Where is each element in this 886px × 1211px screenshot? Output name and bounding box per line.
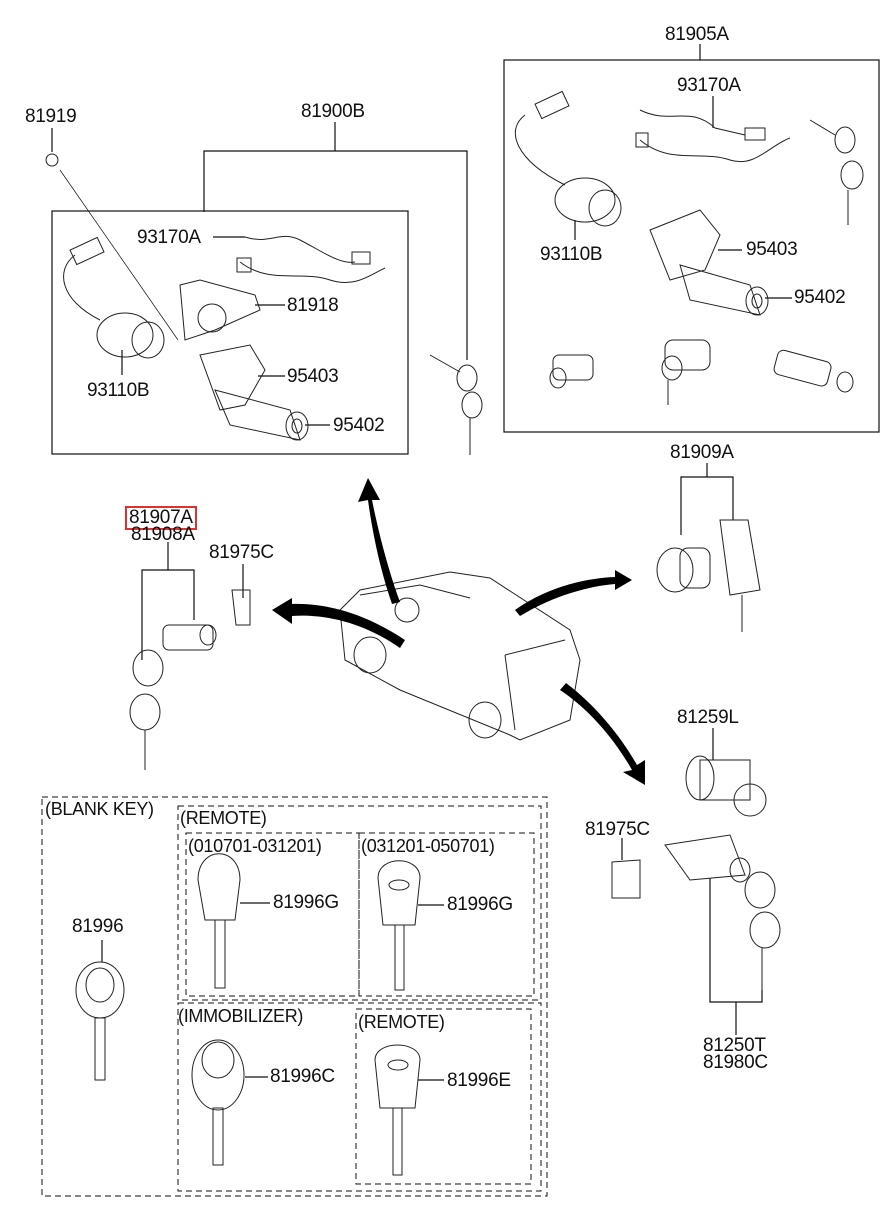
part-label-81900B[interactable]: 81900B [301, 101, 365, 122]
part-label-81905A[interactable]: 81905A [665, 24, 729, 45]
part-label-81996G-1[interactable]: 81996G [273, 892, 339, 913]
section-title-blank-key: (BLANK KEY) [45, 799, 154, 819]
box-81905A [503, 59, 880, 433]
arrow-right [515, 570, 632, 616]
box-immobilizer [177, 1002, 542, 1192]
direction-arrows [272, 478, 645, 785]
date-range-2: (031201-050701) [361, 836, 495, 856]
part-label-95403-left[interactable]: 95403 [287, 366, 339, 387]
part-label-93170A-right[interactable]: 93170A [677, 75, 741, 96]
box-remote [177, 805, 542, 1001]
part-label-81975C-front[interactable]: 81975C [209, 542, 274, 563]
section-title-remote: (REMOTE) [180, 808, 267, 828]
arrow-left [272, 598, 405, 648]
box-81900B [51, 210, 409, 455]
arrow-down-right [560, 683, 645, 785]
part-label-81996C[interactable]: 81996C [270, 1066, 335, 1087]
part-label-81996E[interactable]: 81996E [447, 1070, 511, 1091]
date-range-1: (010701-031201) [188, 836, 322, 856]
part-label-81919[interactable]: 81919 [25, 106, 77, 127]
part-label-81996G-2[interactable]: 81996G [447, 894, 513, 915]
part-label-81907A-highlighted[interactable]: 81907A [125, 506, 197, 530]
section-title-remote-2: (REMOTE) [358, 1012, 445, 1032]
part-label-93110B-right[interactable]: 93110B [540, 244, 603, 265]
part-label-81996[interactable]: 81996 [72, 916, 124, 937]
part-sketches [45, 90, 864, 1176]
part-label-93170A-left[interactable]: 93170A [137, 227, 201, 248]
leader-81919-diag [59, 169, 179, 341]
part-label-95403-right[interactable]: 95403 [746, 239, 798, 260]
section-title-immobilizer: (IMMOBILIZER) [178, 1006, 304, 1026]
van-outline [339, 571, 581, 741]
arrow-up [358, 478, 400, 604]
part-label-95402-right[interactable]: 95402 [794, 287, 846, 308]
part-label-81909A[interactable]: 81909A [670, 442, 734, 463]
part-label-81918[interactable]: 81918 [287, 295, 339, 316]
part-label-81250T[interactable]: 81250T [703, 1035, 766, 1056]
part-label-95402-left[interactable]: 95402 [333, 415, 385, 436]
part-label-81980C[interactable]: 81980C [703, 1052, 768, 1073]
part-label-81908A[interactable]: 81908A [131, 524, 195, 545]
part-label-93110B-left[interactable]: 93110B [87, 380, 150, 401]
box-key-section [41, 796, 548, 1197]
bracket-81900B [203, 150, 468, 360]
part-label-81975C-rear[interactable]: 81975C [585, 819, 650, 840]
part-label-81259L[interactable]: 81259L [677, 707, 739, 728]
